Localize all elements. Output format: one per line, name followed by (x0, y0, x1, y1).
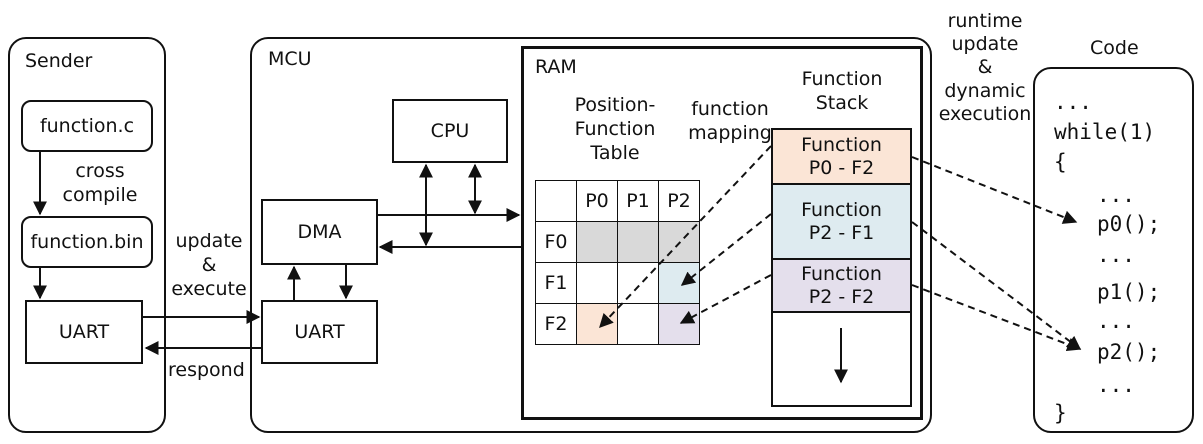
code-line-11: } (1054, 401, 1067, 425)
runtime-line-5: execution (938, 102, 1032, 125)
column-header-p2: P2 (658, 180, 700, 222)
runtime-line-2: update (951, 33, 1019, 56)
runtime-arrow-p0 (911, 156, 1078, 224)
cpu-box: CPU (392, 99, 508, 163)
function-mapping-line-2: mapping (688, 121, 772, 144)
table-title-line-2: Function (574, 117, 656, 140)
table-title-line-3: Table (590, 141, 640, 164)
runtime-arrow-p1 (911, 221, 1082, 350)
cell-f0-p0 (576, 221, 618, 263)
runtime-arrow-p2 (911, 284, 1082, 352)
code-panel (1033, 67, 1194, 433)
cell-f2-p1 (617, 303, 659, 345)
function-stack-title: Function Stack (778, 68, 906, 116)
stack-entry-0-line-2: P0 - F2 (808, 156, 875, 179)
mapping-arrow-p2-f2 (679, 274, 772, 324)
ampersand-label: & (201, 253, 217, 276)
function-mapping-line-1: function (691, 98, 769, 120)
stack-entry-2-line-2: P2 - F2 (808, 285, 875, 308)
cell-f1-p1 (617, 262, 659, 304)
execute-label: execute (171, 277, 247, 300)
dma-box: DMA (261, 199, 378, 265)
function-bin-box: function.bin (21, 216, 153, 268)
stack-entry-p0-f2: Function P0 - F2 (771, 128, 912, 185)
code-line-1: ... (1054, 90, 1092, 114)
row-header-f0: F0 (535, 221, 577, 263)
code-line-2: while(1) (1054, 120, 1156, 144)
cell-f2-p0 (576, 303, 618, 345)
update-execute-label: update & execute (166, 230, 252, 301)
position-function-table-title: Position- Function Table (550, 94, 680, 165)
code-title: Code (1090, 37, 1139, 59)
row-header-f2: F2 (535, 303, 577, 345)
code-line-3: { (1054, 150, 1067, 174)
sender-uart-box: UART (25, 300, 143, 364)
cross-compile-line-2: compile (62, 183, 138, 206)
column-header-p1: P1 (617, 180, 659, 222)
mapping-arrow-p0-f2 (599, 145, 772, 329)
runtime-line-3: & (977, 56, 993, 79)
respond-label: respond (168, 359, 245, 381)
stack-entry-1-line-2: P2 - F1 (808, 221, 875, 244)
ram-title: RAM (535, 56, 577, 78)
stack-title-line-1: Function (801, 68, 883, 90)
cell-f2-p2 (658, 303, 700, 345)
stack-entry-0-line-1: Function (801, 133, 882, 156)
runtime-update-label: runtime update & dynamic execution (930, 10, 1040, 126)
table-title-line-1: Position- (574, 94, 656, 116)
mcu-uart-box: UART (261, 300, 378, 364)
cross-compile-line-1: cross (75, 160, 125, 182)
stack-entry-1-line-1: Function (801, 198, 882, 221)
code-line-7: p1(); (1097, 280, 1161, 304)
mapping-arrow-p2-f1 (680, 213, 772, 286)
code-line-5: p0(); (1097, 212, 1161, 236)
stack-entry-2-line-1: Function (801, 262, 882, 285)
runtime-line-1: runtime (947, 10, 1023, 32)
stack-entry-p2-f1: Function P2 - F1 (771, 183, 912, 260)
cross-compile-label: cross compile (60, 160, 140, 208)
code-line-10: ... (1097, 373, 1135, 397)
function-c-box: function.c (21, 100, 153, 152)
mcu-title: MCU (268, 48, 312, 70)
function-mapping-label: function mapping (680, 98, 780, 146)
runtime-line-4: dynamic (944, 79, 1026, 102)
code-line-8: ... (1097, 309, 1135, 333)
code-line-4: ... (1097, 183, 1135, 207)
code-line-6: ... (1097, 243, 1135, 267)
code-line-9: p2(); (1097, 340, 1161, 364)
stack-title-line-2: Stack (815, 91, 869, 114)
row-header-f1: F1 (535, 262, 577, 304)
update-label: update (175, 230, 243, 252)
sender-title: Sender (25, 50, 93, 72)
